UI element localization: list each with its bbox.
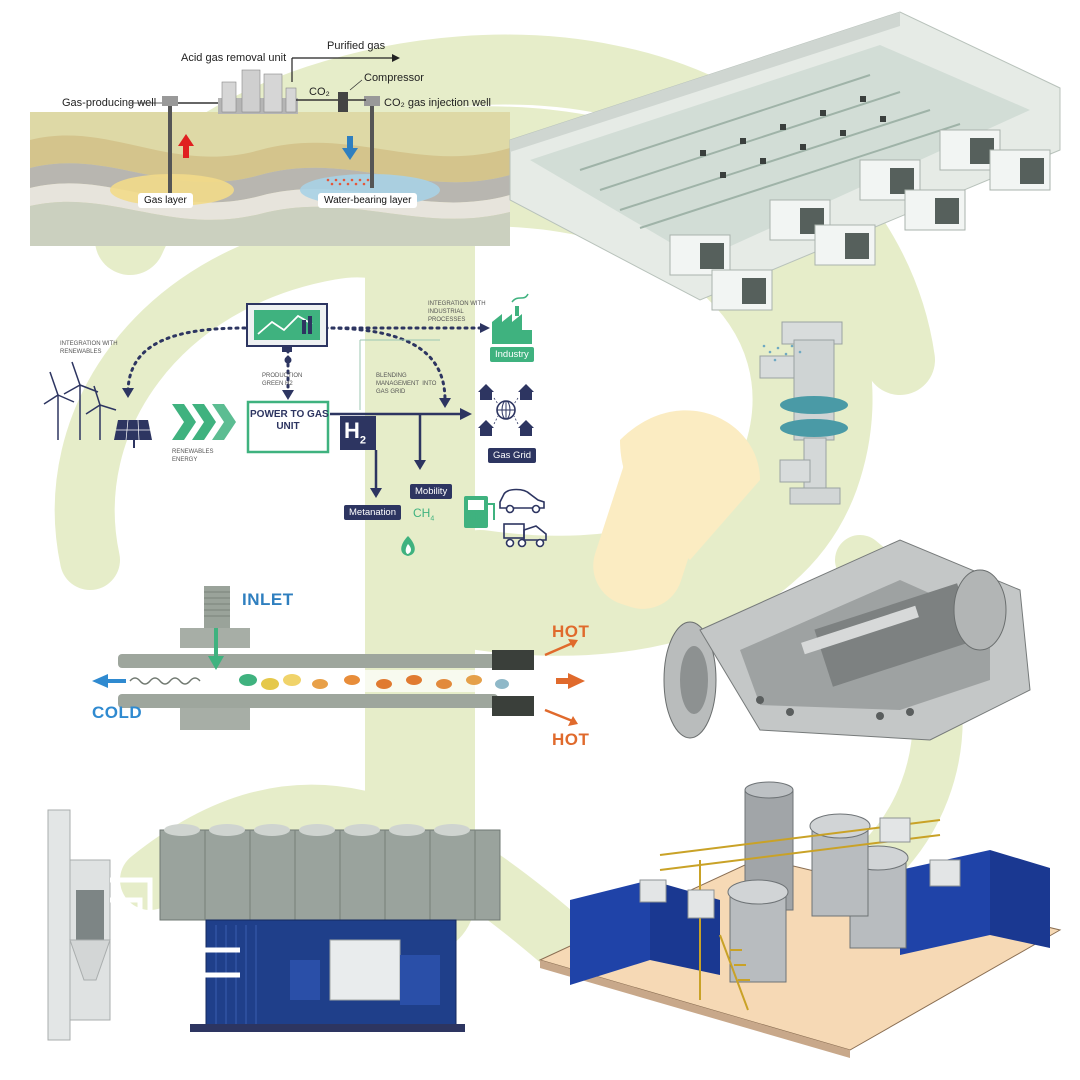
h2-symbol: H2: [344, 418, 367, 447]
water-bearing-layer-label: Water-bearing layer: [318, 193, 418, 208]
h2-station-label: H2: [470, 511, 482, 526]
solar-panel-icon: [114, 419, 152, 448]
co2-injection-well-label: CO₂ gas injection well: [384, 97, 491, 109]
purified-gas-label: Purified gas: [327, 40, 386, 52]
power-to-gas-unit-label: POWER TO GAS UNIT: [250, 409, 329, 432]
acid-gas-removal-label: Acid gas removal unit: [181, 52, 287, 64]
gas-grid-tag: Gas Grid: [488, 448, 537, 463]
vortex-flow-particles: [239, 674, 509, 690]
container-modules: [669, 129, 1051, 311]
compressor-label: Compressor: [364, 72, 424, 84]
co2-label: CO₂: [309, 86, 330, 98]
metanation-tag: Metanation: [344, 505, 402, 520]
gas-producing-well-label: Gas-producing well: [62, 97, 157, 109]
cold-label: COLD: [92, 703, 143, 722]
truck-icon: [503, 523, 547, 548]
hot-bottom-label: HOT: [552, 730, 590, 749]
renewables-chevrons-icon: [172, 404, 236, 440]
car-icon: [499, 488, 545, 514]
integration-renewables-label: INTEGRATION WITH RENEWABLES: [60, 341, 118, 355]
wind-turbines-icon: [43, 361, 117, 440]
h2-fuel-pump-icon: [464, 496, 495, 528]
hot-top-label: HOT: [552, 622, 590, 641]
industry-tag: Industry: [490, 347, 534, 362]
mobility-tag: Mobility: [410, 484, 453, 499]
h2-box: [340, 416, 376, 450]
power-to-gas-box: [246, 400, 330, 454]
production-green-h2-label: PRODUCTION GREEN H2: [262, 373, 303, 387]
blending-label: BLENDING MANAGEMENT INTO GAS GRID: [376, 373, 437, 395]
ch4-label: CH4: [413, 506, 435, 523]
gas-grid-icon: [478, 384, 534, 436]
gas-layer-label: Gas layer: [138, 193, 193, 208]
integration-industrial-label: INTEGRATION WITH INDUSTRIAL PROCESSES: [428, 301, 486, 323]
inlet-label: INLET: [242, 590, 294, 609]
factory-icon: [492, 293, 532, 344]
renewables-energy-label: RENEWABLES ENERGY: [172, 449, 214, 463]
monitor-icon: [246, 303, 328, 364]
